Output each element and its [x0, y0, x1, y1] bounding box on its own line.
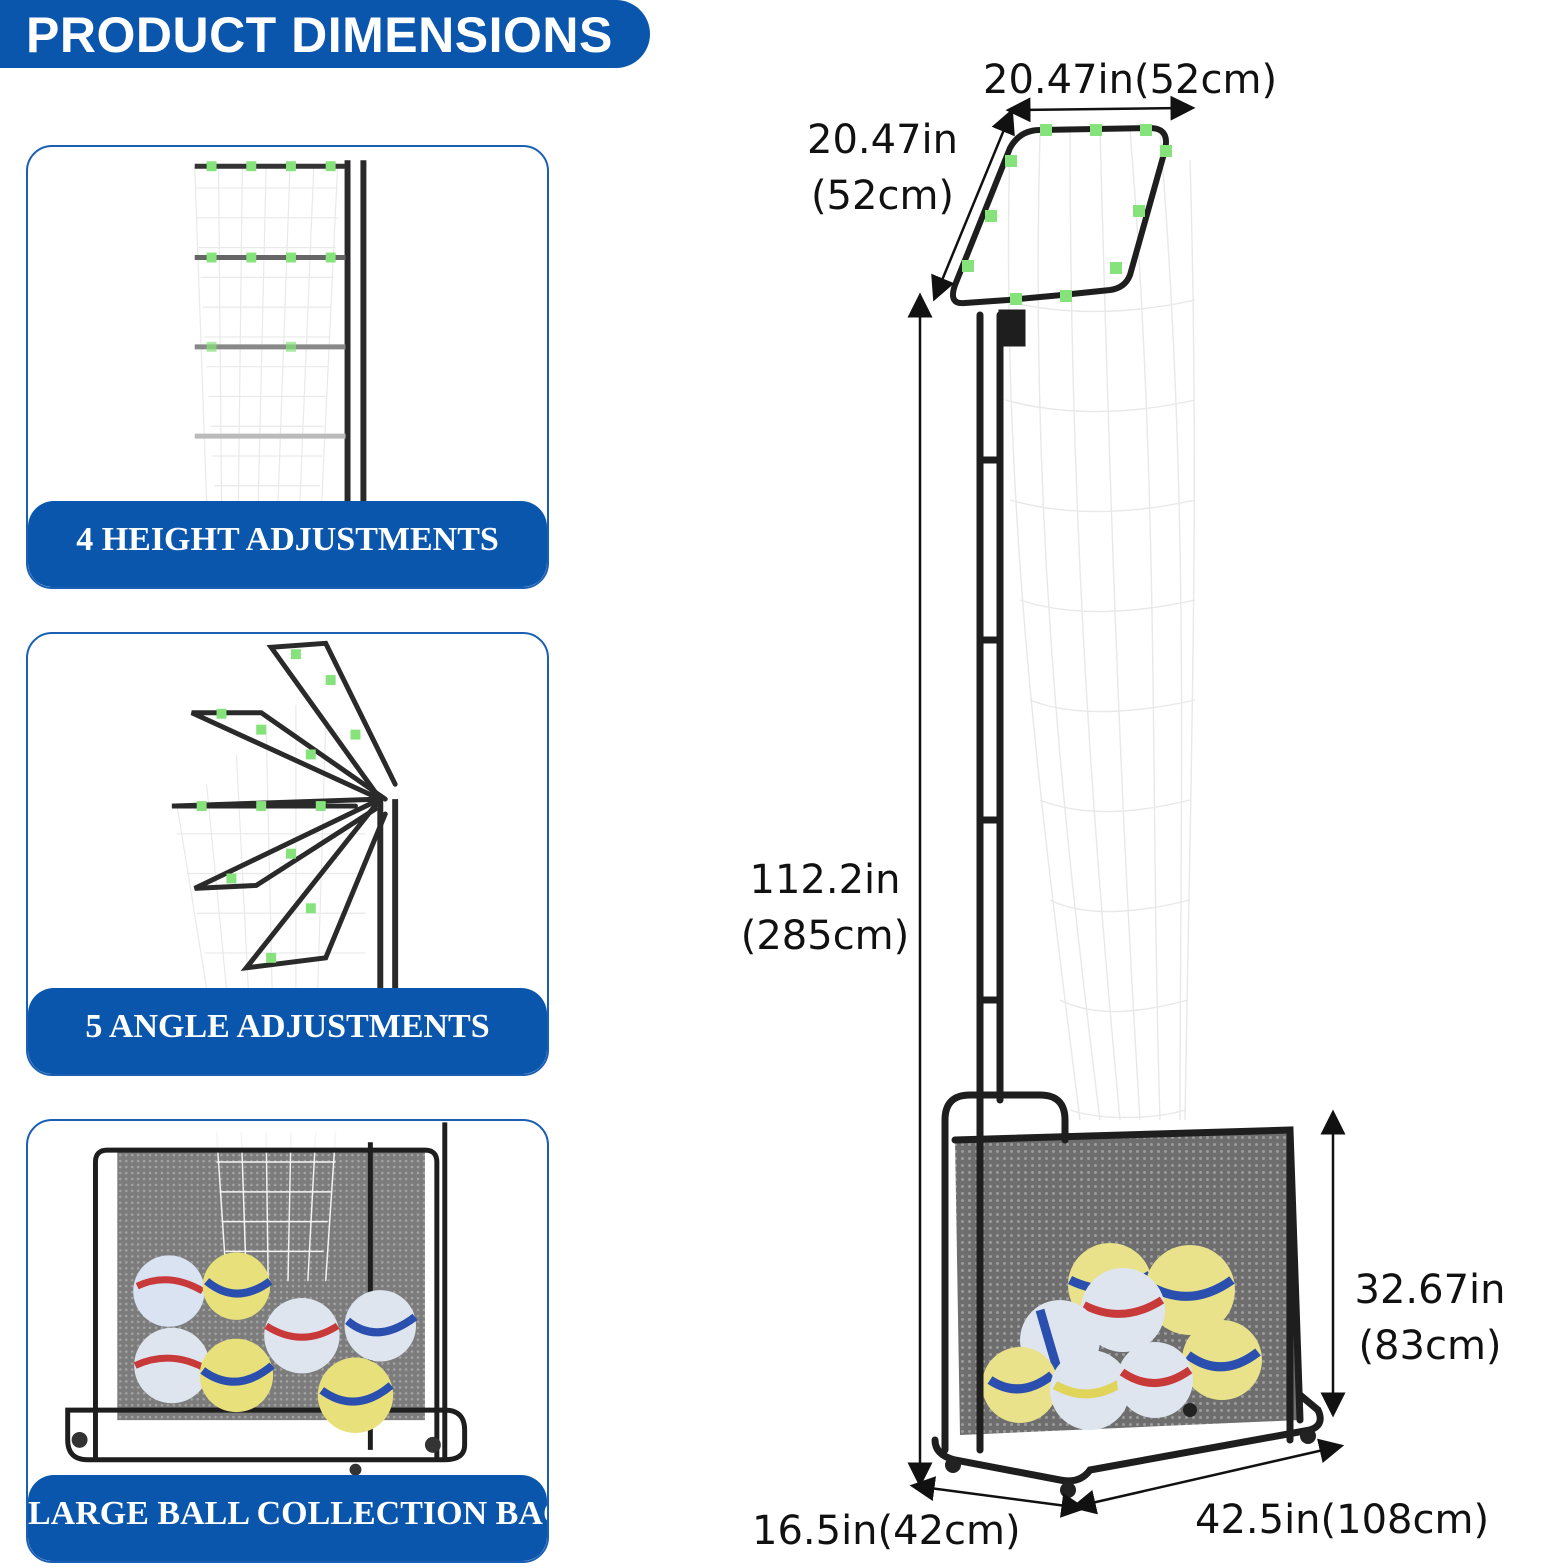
height-adjustments-illustration	[194, 160, 367, 502]
top-depth-cm-label: (52cm)	[810, 173, 955, 219]
height-adjustments-caption: 4 HEIGHT ADJUSTMENTS	[28, 501, 547, 587]
top-width-label: 20.47in(52cm)	[983, 57, 1278, 103]
base-depth-label: 16.5in(42cm)	[752, 1508, 1021, 1554]
balls	[982, 1243, 1262, 1430]
angle-adjustments-illustration	[171, 640, 399, 989]
height-adjustments-label: 4 HEIGHT ADJUSTMENTS	[76, 521, 499, 558]
total-height-cm-label: (285cm)	[740, 913, 910, 959]
page-title: PRODUCT DIMENSIONS	[26, 7, 613, 63]
title-banner: PRODUCT DIMENSIONS	[0, 0, 650, 68]
ball-collection-illustration	[65, 1122, 468, 1476]
ball-collection-card: LARGE BALL COLLECTION BAG	[26, 1119, 549, 1563]
angle-adjustments-label: 5 ANGLE ADJUSTMENTS	[85, 1008, 490, 1045]
ball-collection-caption: LARGE BALL COLLECTION BAG	[28, 1475, 547, 1561]
height-adjustments-card: 4 HEIGHT ADJUSTMENTS	[26, 145, 549, 589]
base-width-label: 42.5in(108cm)	[1195, 1497, 1490, 1543]
bag-height-cm-label: (83cm)	[1358, 1323, 1502, 1369]
product-dimension-illustration	[907, 95, 1346, 1518]
catch-net	[999, 129, 1196, 1121]
angle-adjustments-card: 5 ANGLE ADJUSTMENTS	[26, 632, 549, 1076]
stand-frame	[931, 124, 1324, 1485]
top-depth-inch-label: 20.47in	[807, 117, 958, 163]
total-height-inch-label: 112.2in	[749, 857, 901, 903]
bag-height-inch-label: 32.67in	[1354, 1267, 1506, 1313]
dimension-arrows	[907, 95, 1346, 1518]
angle-adjustments-caption: 5 ANGLE ADJUSTMENTS	[28, 988, 547, 1074]
ball-collection-label: LARGE BALL COLLECTION BAG	[28, 1495, 549, 1532]
